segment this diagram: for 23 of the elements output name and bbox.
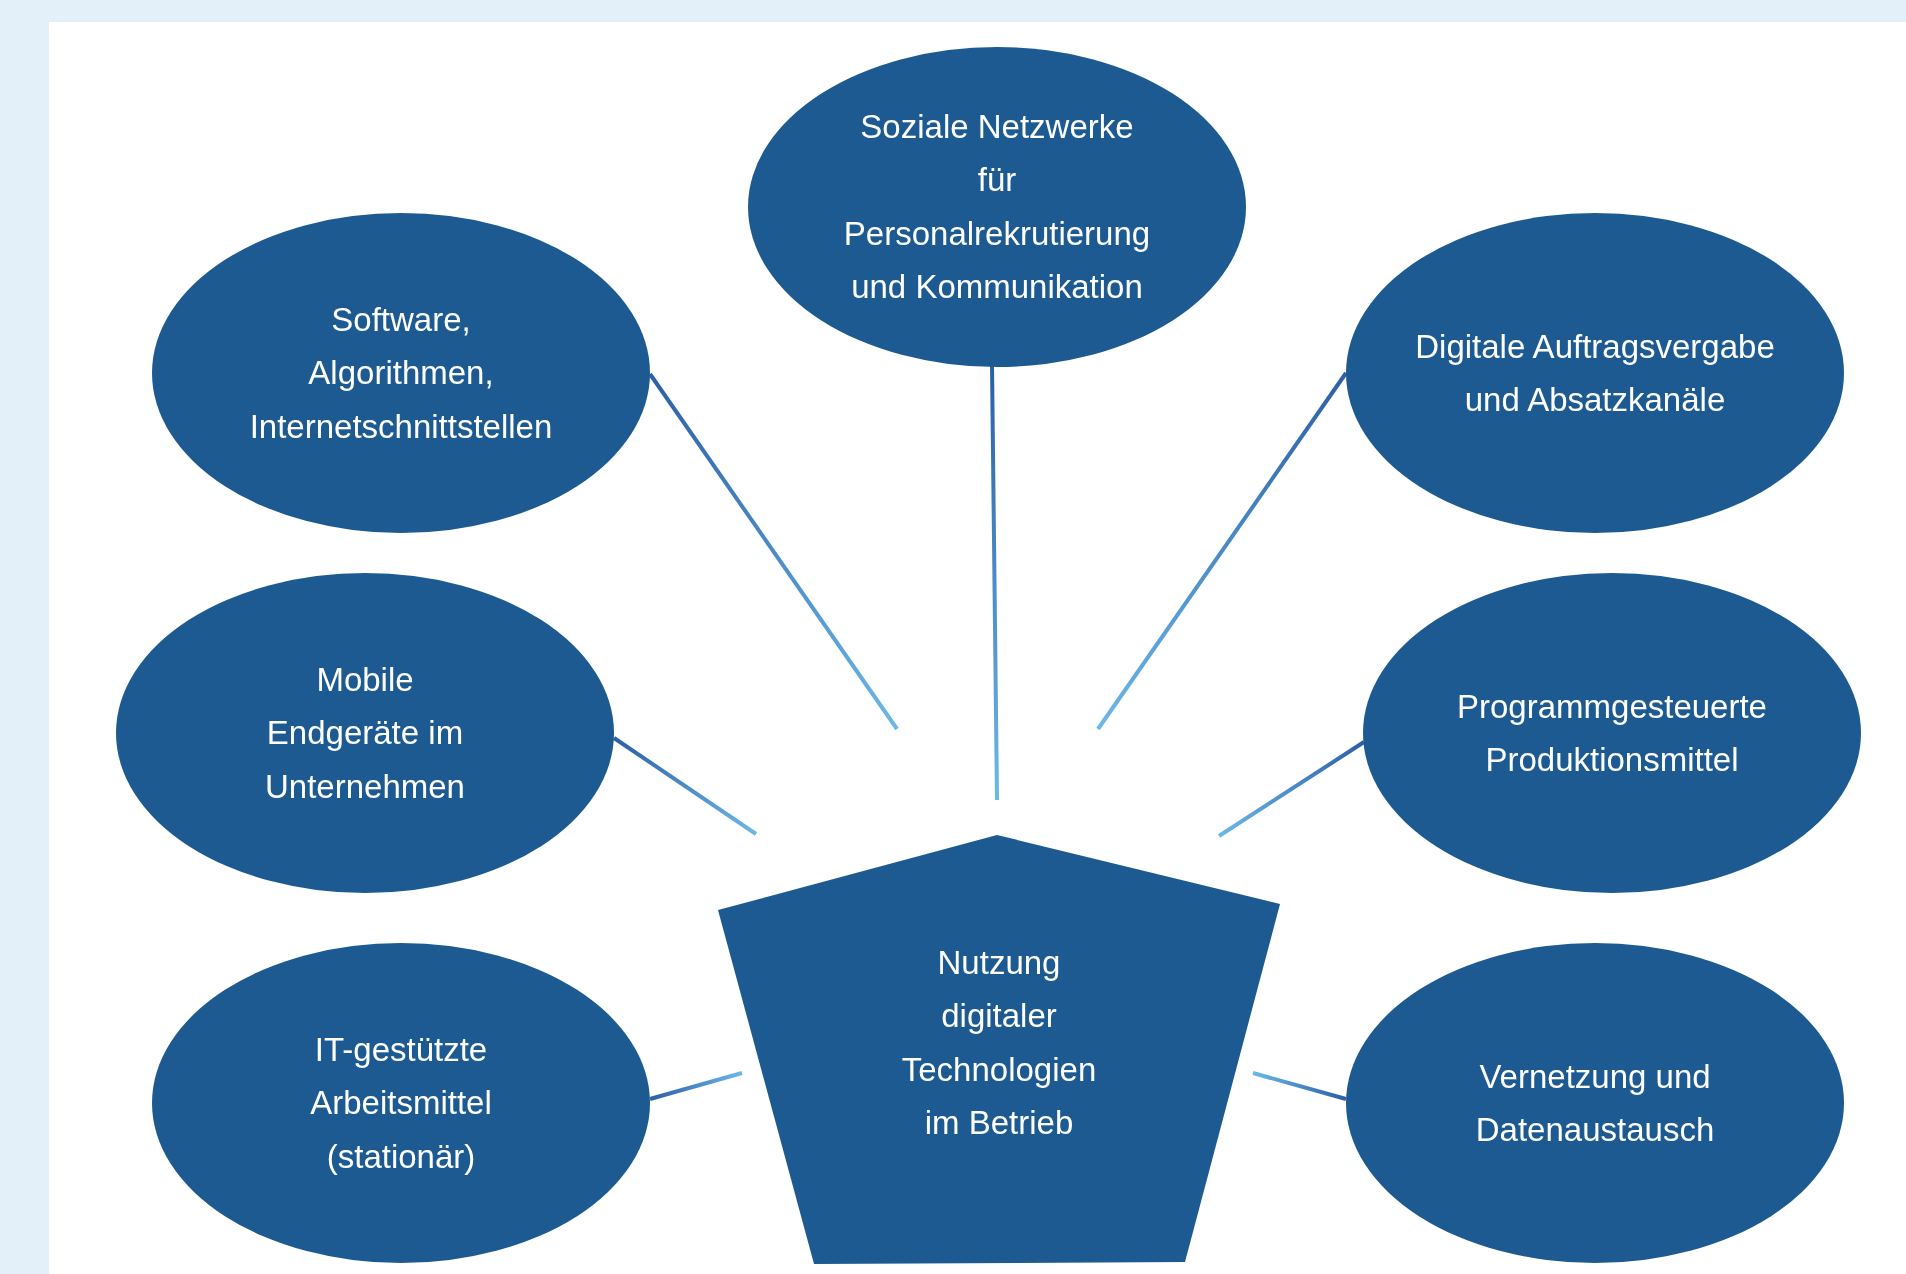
topic-ellipse xyxy=(1346,943,1844,1263)
connector-line xyxy=(1096,371,1348,731)
connector-line xyxy=(648,372,899,731)
connector-line xyxy=(1217,740,1366,838)
topic-ellipse xyxy=(152,943,650,1263)
node-label: Nutzung digitaler Technologien im Betrieb xyxy=(900,943,1098,1144)
node-label: Vernetzung und Datenaustausch xyxy=(1474,1056,1716,1150)
node-label: Programmgesteuerte Produktionsmittel xyxy=(1456,686,1768,780)
connector-line xyxy=(1252,1071,1347,1101)
connector-line xyxy=(649,1071,743,1101)
topic-ellipse xyxy=(1346,213,1844,533)
topic-ellipse xyxy=(1363,573,1861,893)
topic-ellipse xyxy=(116,573,614,893)
node-label: Mobile Endgeräte im Unternehmen xyxy=(264,659,466,807)
topic-ellipse xyxy=(152,213,650,533)
center-pentagon xyxy=(718,835,1280,1264)
node-label: Digitale Auftragsvergabe und Absatzkanäle xyxy=(1414,326,1776,420)
topic-ellipse xyxy=(748,47,1246,367)
node-label: Soziale Netzwerke für Personalrekrutierung und Kommunikation xyxy=(842,107,1152,308)
connector-line xyxy=(612,736,758,836)
node-label: IT-gestützte Arbeitsmittel (stationär) xyxy=(309,1029,493,1177)
node-label: Software, Algorithmen, Internetschnittstellen xyxy=(248,299,554,447)
connector-line xyxy=(990,364,999,801)
